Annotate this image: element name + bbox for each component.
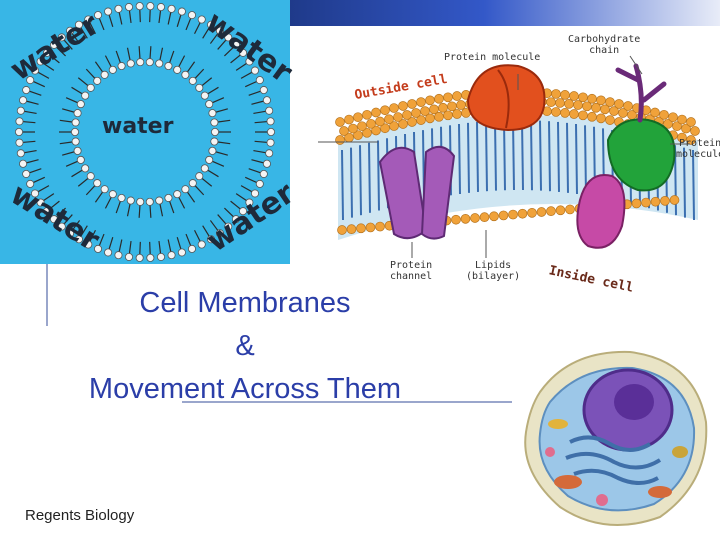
water-label-center: water	[102, 114, 174, 139]
footer-text: Regents Biology	[25, 507, 135, 524]
label-carbohydrate-chain: Carbohydrate chain	[568, 34, 641, 56]
micelle-drawing	[14, 2, 275, 262]
label-protein-channel: Protein channel	[390, 260, 433, 282]
membrane-illustration: Protein molecule Carbohydrate chain Outs…	[318, 30, 720, 310]
slide-title: Cell Membranes & Movement Across Them	[20, 282, 470, 411]
label-lipids-bilayer: Lipids (bilayer)	[466, 260, 521, 282]
animal-cell-illustration	[524, 350, 708, 526]
title-line-1: Cell Membranes	[139, 287, 351, 319]
label-protein-molecule-right: Protein molecule	[676, 138, 720, 160]
title-underline	[182, 401, 512, 403]
micelle-illustration: water water water water water	[0, 0, 301, 264]
membrane-drawing	[318, 55, 700, 258]
title-line-3: Movement Across Them	[88, 373, 402, 405]
header-bar	[290, 0, 720, 26]
label-protein-molecule-top: Protein molecule	[444, 52, 541, 63]
accent-line	[46, 264, 48, 326]
title-line-2: &	[235, 330, 255, 362]
